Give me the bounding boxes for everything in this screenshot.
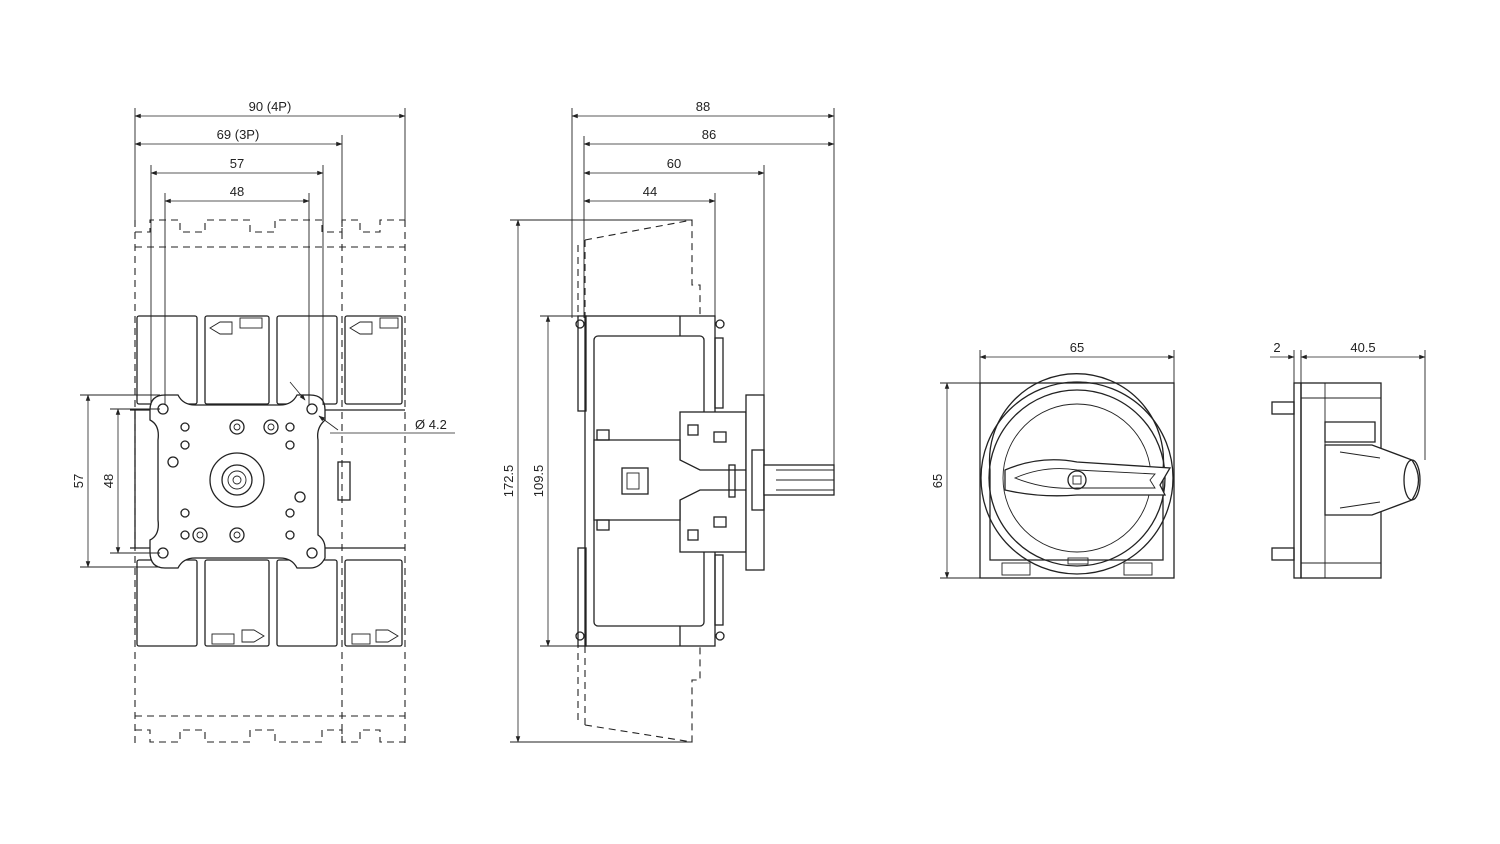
dim-height-body-label: 109.5 [531, 465, 546, 498]
dim-width-4p-label: 90 (4P) [249, 99, 292, 114]
handle-thickness-label: 2 [1273, 340, 1280, 355]
dim-depth-shaft-label: 86 [702, 127, 716, 142]
front-view: 90 (4P) 69 (3P) 57 48 Ø 4.2 57 48 [71, 99, 455, 745]
dim-height-inner-label: 48 [101, 474, 116, 488]
front-bottom-terminals [136, 559, 403, 647]
front-mounting-plate [149, 394, 326, 569]
handle-front-dimensions [940, 350, 1175, 579]
handle-height-label: 65 [930, 474, 945, 488]
dim-depth-body-label: 60 [667, 156, 681, 171]
dim-hole-inner-label: 48 [230, 184, 244, 199]
front-dimensions [80, 108, 455, 568]
side-dashed-outline [577, 219, 701, 743]
handle-depth-label: 40.5 [1350, 340, 1375, 355]
dim-width-3p-label: 69 (3P) [217, 127, 260, 142]
handle-width-label: 65 [1070, 340, 1084, 355]
side-view: 88 86 60 44 172.5 109.5 [501, 99, 835, 743]
dim-depth-base-label: 44 [643, 184, 657, 199]
side-dimensions [510, 108, 835, 743]
handle-side-view: 2 40.5 [1270, 340, 1426, 579]
front-top-terminals [136, 315, 403, 405]
front-dashed-outline [134, 219, 406, 745]
dim-height-outer-label: 57 [71, 474, 86, 488]
dim-hole-outer-label: 57 [230, 156, 244, 171]
dim-height-total-label: 172.5 [501, 465, 516, 498]
dim-depth-total-label: 88 [696, 99, 710, 114]
handle-front-view: 65 65 [930, 340, 1175, 579]
dim-hole-diameter-label: Ø 4.2 [415, 417, 447, 432]
handle-side-dimensions [1270, 350, 1426, 460]
side-mechanism [593, 394, 835, 571]
